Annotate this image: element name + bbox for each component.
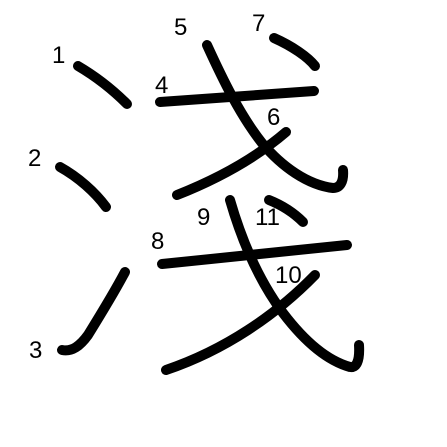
stroke-number-2: 2 [28, 145, 41, 172]
stroke-number-1: 1 [52, 42, 65, 69]
stroke-3 [57, 267, 130, 356]
stroke-6 [172, 127, 291, 200]
stroke-number-10: 10 [275, 262, 302, 289]
stroke-number-5: 5 [174, 14, 187, 41]
stroke-5 [202, 40, 349, 193]
stroke-7 [269, 33, 320, 71]
stroke-number-3: 3 [29, 337, 42, 364]
stroke-number-4: 4 [155, 72, 168, 99]
stroke-9 [225, 195, 365, 373]
stroke-number-11: 11 [255, 204, 280, 231]
stroke-number-9: 9 [197, 204, 210, 231]
stroke-number-7: 7 [252, 10, 265, 37]
stroke-2 [55, 162, 111, 212]
stroke-1 [73, 61, 132, 109]
stroke-11 [264, 195, 308, 227]
stroke-number-8: 8 [151, 228, 164, 255]
stroke-number-6: 6 [267, 104, 280, 131]
stroke-10 [161, 270, 320, 375]
